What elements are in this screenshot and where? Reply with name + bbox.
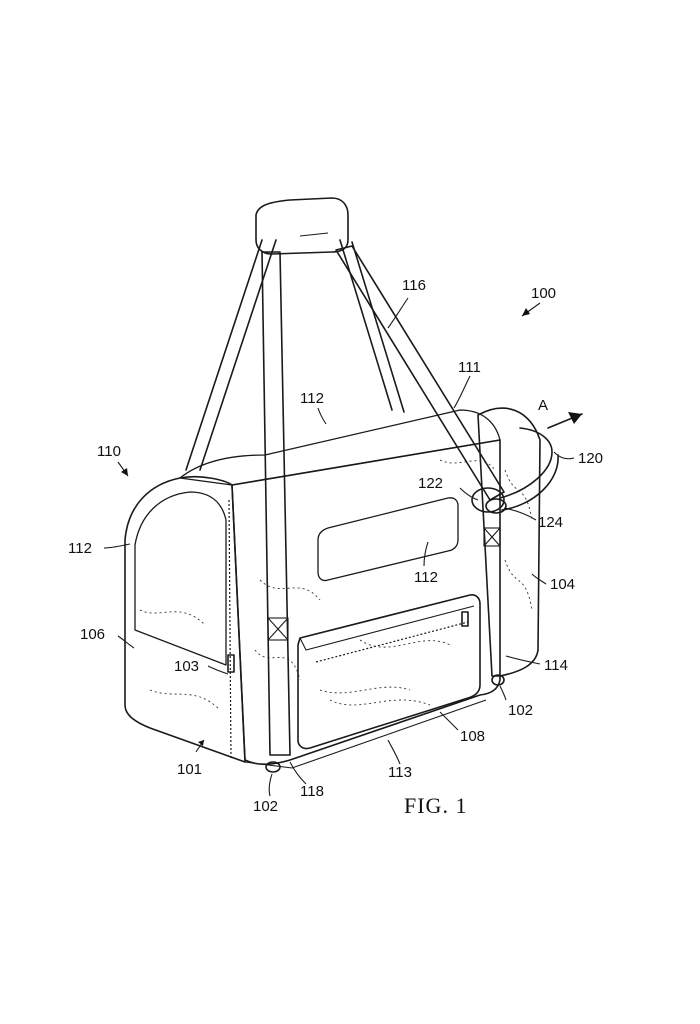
label-104: 104 [550, 576, 575, 593]
arrow-a-head [568, 412, 582, 424]
label-124: 124 [538, 514, 563, 531]
strap-stitch-box-right [483, 527, 501, 547]
leader-112-top [317, 407, 327, 425]
label-a: A [538, 397, 548, 414]
left-end-panel [124, 475, 246, 763]
figure-caption: FIG. 1 [404, 793, 467, 818]
leader-103 [207, 665, 229, 675]
label-122: 122 [418, 475, 443, 492]
strap-front-right [335, 245, 505, 501]
label-103: 103 [174, 658, 199, 675]
strap-stitch-box-left [267, 617, 289, 641]
reference-labels: 100 116 111 112 A 110 120 122 124 112 11… [68, 277, 603, 815]
label-102-left: 102 [253, 798, 278, 815]
zipper-pull-left [227, 654, 235, 673]
label-114: 114 [544, 657, 568, 674]
strap-ring [471, 487, 505, 513]
leader-102-left [268, 773, 273, 797]
arrow-110-head [121, 468, 128, 476]
strap-handle-pad-seam [299, 232, 329, 237]
foot-left [265, 761, 281, 773]
label-108: 108 [460, 728, 485, 745]
label-112-left: 112 [68, 540, 92, 557]
leader-124 [503, 507, 537, 521]
leader-116 [387, 297, 409, 329]
front-pocket-flap-edge [299, 605, 475, 651]
reference-arrows [117, 302, 541, 753]
leader-102-right [499, 685, 507, 701]
pet-carrier-bag [124, 239, 541, 773]
strap-loop [499, 427, 559, 511]
zipper-pull-pocket [461, 611, 469, 627]
label-111: 111 [458, 359, 481, 376]
direction-arrow-a [547, 412, 583, 429]
label-116: 116 [402, 277, 426, 294]
shoulder-strap [255, 197, 559, 756]
leader-113 [387, 739, 401, 765]
leader-106 [117, 635, 135, 649]
strap-clip [485, 498, 507, 514]
label-102-right: 102 [508, 702, 533, 719]
right-end-panel [477, 407, 541, 677]
label-100: 100 [531, 285, 556, 302]
arrow-101-head [198, 740, 204, 746]
leader-120 [553, 451, 575, 460]
left-end-mesh-window [134, 491, 227, 666]
bag-base-seam [244, 699, 487, 769]
left-side-zipper [228, 499, 232, 761]
leader-104 [531, 573, 547, 585]
front-panel [231, 439, 501, 765]
strap-stitch-cross-right [483, 527, 501, 547]
label-101: 101 [177, 761, 202, 778]
label-118: 118 [300, 783, 324, 800]
foot-right [491, 674, 505, 686]
leader-108 [439, 711, 459, 731]
strap-handle-pad [255, 197, 349, 255]
strap-front-left [261, 251, 291, 756]
label-120: 120 [578, 450, 603, 467]
label-110: 110 [97, 443, 121, 460]
leader-lines [103, 297, 575, 797]
leader-122 [459, 487, 479, 501]
front-mesh-window [317, 497, 459, 582]
leader-112-left [103, 543, 131, 549]
strap-stitch-cross-left [267, 617, 289, 641]
label-112-window: 112 [414, 569, 438, 586]
arrow-100-head [522, 308, 530, 316]
strap-back-left [185, 239, 277, 471]
leader-112-window [423, 541, 429, 567]
label-106: 106 [80, 626, 105, 643]
leader-114 [505, 655, 541, 665]
top-mesh-panel [179, 409, 501, 486]
leader-118 [289, 761, 307, 785]
label-113: 113 [388, 764, 412, 781]
strap-back-right [339, 239, 405, 413]
front-pocket [297, 594, 481, 750]
label-112-top: 112 [300, 390, 324, 407]
leader-111 [453, 375, 471, 409]
